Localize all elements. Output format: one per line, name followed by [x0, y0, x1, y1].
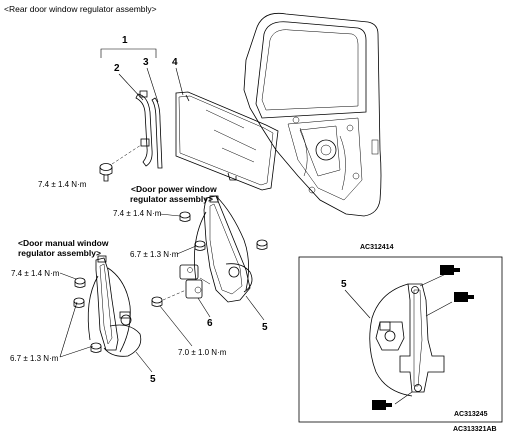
callout-5-power: 5: [262, 322, 268, 333]
glass-run-channel: [135, 90, 153, 167]
callout-1: 1: [122, 35, 128, 46]
torque-top-bolt: 7.4 ± 1.4 N·m: [38, 180, 87, 189]
torque-power-bottom: 7.0 ± 1.0 N·m: [178, 348, 227, 357]
seal-strip: [151, 97, 163, 169]
leader-manual-lower-a: [59, 301, 78, 358]
leader-6: [197, 297, 211, 318]
inset-frame: [298, 256, 503, 423]
leader-5-manual: [135, 351, 153, 373]
manual-section-line2: regulator assembly>: [18, 248, 101, 258]
power-screw-upper-icon: [179, 211, 191, 222]
manual-regulator: [87, 255, 142, 357]
code-figure: AC313321AB: [453, 426, 497, 433]
power-screw-mid-icon: [194, 240, 206, 251]
leader-manual-lower-b: [59, 345, 94, 358]
leader-power-upper: [159, 213, 181, 217]
leader-5-inset: [344, 289, 371, 319]
leader-5-power: [245, 295, 265, 321]
callout-1-bracket: [100, 48, 157, 58]
leader-power-mid: [176, 245, 197, 255]
callout-3: 3: [143, 57, 149, 68]
power-section-line2: regulator assembly>: [130, 194, 213, 204]
manual-screw-mid-icon: [73, 297, 85, 308]
callout-6: 6: [207, 318, 213, 329]
leader-power-bottom: [159, 305, 193, 347]
leader-3: [146, 67, 159, 103]
power-screw-bottom-icon: [151, 296, 163, 307]
door-panel: [243, 12, 382, 217]
torque-power-mid: 6.7 ± 1.3 N·m: [130, 250, 179, 259]
code-inset: AC313245: [454, 411, 488, 418]
manual-screw-lower-icon: [90, 342, 102, 353]
inset-grease-icon-lower: [372, 391, 413, 410]
torque-manual-upper: 7.4 ± 1.4 N·m: [11, 269, 60, 278]
torque-power-upper: 7.4 ± 1.4 N·m: [113, 209, 162, 218]
motor-dashed-line: [162, 289, 187, 301]
diagram-title: <Rear door window regulator assembly>: [4, 4, 157, 14]
callout-5-manual: 5: [150, 374, 156, 385]
callout-5-inset: 5: [341, 279, 347, 290]
power-regulator-motor: [179, 264, 211, 299]
leader-4: [175, 67, 184, 96]
inset-grease-icon-upper: [419, 265, 460, 287]
inset-regulator: [369, 283, 445, 397]
power-regulator: [194, 195, 253, 303]
leader-2: [118, 73, 144, 101]
inset-grease-icon-mid: [425, 292, 474, 317]
top-bolt-icon: [99, 144, 142, 182]
callout-2: 2: [114, 63, 120, 74]
manual-screw-upper-icon: [74, 277, 86, 288]
callout-4: 4: [172, 57, 178, 68]
power-screw-right-icon: [256, 239, 268, 250]
door-glass: [175, 91, 279, 191]
power-section-line1: <Door power window: [131, 184, 217, 194]
manual-section-line1: <Door manual window: [18, 238, 109, 248]
code-main: AC312414: [360, 244, 394, 251]
torque-manual-lower: 6.7 ± 1.3 N·m: [10, 354, 59, 363]
leader-manual-upper: [59, 272, 77, 280]
